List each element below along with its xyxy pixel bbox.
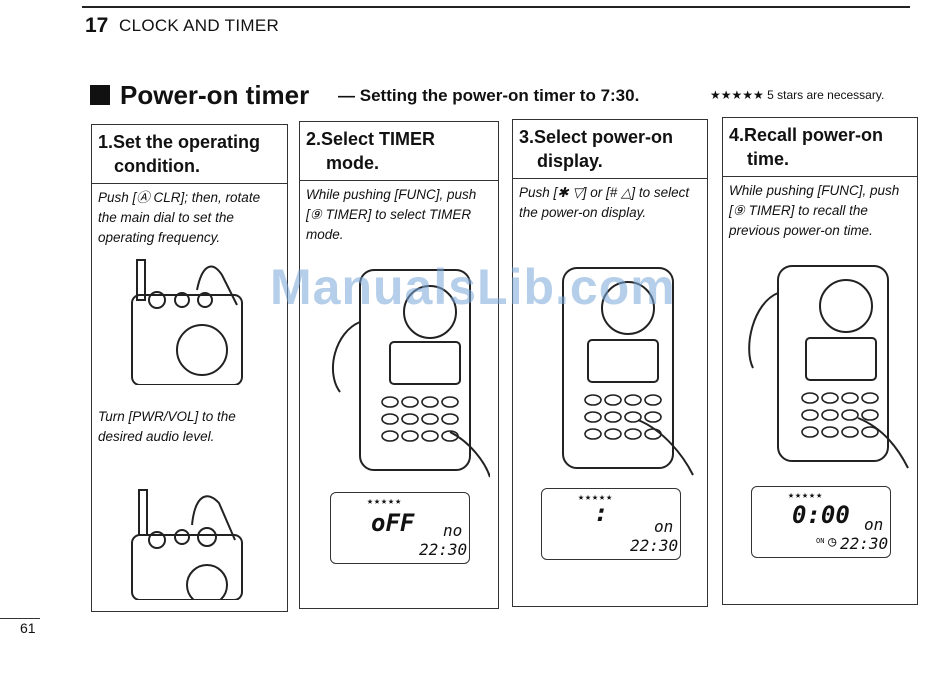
step-2-header: 2.Select TIMER mode. (300, 122, 498, 181)
section-dash: — (338, 86, 355, 105)
radio-top-illustration-1 (131, 259, 243, 385)
step-1-title-line2: condition. (114, 156, 200, 176)
clock-icon: ◷ (828, 534, 837, 550)
step-1-instruction-2: Turn [PWR/VOL] to the desired audio leve… (98, 409, 236, 444)
step-4-title-line2: time. (747, 149, 790, 169)
lcd-time-readout: 22:30 (840, 534, 889, 553)
step-panel-1: 1.Set the operating condition. Push [Ⓐ C… (91, 124, 288, 612)
lcd-stars: ★★★★★ (578, 492, 614, 503)
lcd-time-readout: 22:30 (419, 540, 468, 559)
lcd-stars: ★★★★★ (367, 496, 403, 507)
section-title: Power-on timer (120, 80, 310, 110)
step-1-title-line1: 1.Set the operating (98, 132, 261, 152)
step-3-title-line2: display. (537, 151, 603, 171)
step-1-instruction: Push [Ⓐ CLR]; then, rotate the main dial… (98, 190, 261, 245)
chapter-title: CLOCK AND TIMER (119, 16, 280, 35)
step-panel-2: 2.Select TIMER mode. While pushing [FUNC… (299, 121, 499, 609)
step-3-title-line1: 3.Select power-on (519, 127, 674, 147)
section-subtitle-text: Setting the power-on timer to 7:30. (359, 86, 640, 105)
step-panel-4: 4.Recall power-on time. While pushing [F… (722, 117, 918, 605)
radio-front-illustration-3 (562, 267, 694, 476)
lcd-main-readout: oFF (371, 509, 415, 537)
chapter-number: 17 (85, 14, 109, 37)
lcd-right-readout: no (443, 521, 463, 540)
lcd-stars: ★★★★★ (788, 490, 824, 501)
step-panel-3: 3.Select power-on display. Push [✱ ▽] or… (512, 119, 708, 607)
radio-front-illustration-4 (748, 265, 909, 469)
lcd-right-readout: on (864, 515, 884, 534)
lcd-display-2: ★★★★★ oFF no 22:30 (330, 492, 470, 564)
lcd-display-3: ★★★★★ : on 22:30 (541, 488, 681, 560)
step-2-title-line1: 2.Select TIMER (306, 129, 436, 149)
section-subtitle: — Setting the power-on timer to 7:30. (338, 86, 639, 106)
step-4-title-line1: 4.Recall power-on (729, 125, 884, 145)
step-2-title-line2: mode. (326, 153, 380, 173)
step-1-header: 1.Set the operating condition. (92, 125, 287, 184)
step-2-instruction: While pushing [FUNC], push [⑨ TIMER] to … (306, 187, 477, 242)
header-rule (82, 6, 910, 8)
radio-front-illustration-2 (331, 269, 490, 478)
lcd-time-readout: 22:30 (630, 536, 679, 555)
lcd-main-readout: 0:00 (792, 501, 850, 529)
lcd-right-readout: on (654, 517, 674, 536)
lcd-on-indicator: ON (816, 537, 825, 545)
step-4-instruction: While pushing [FUNC], push [⑨ TIMER] to … (729, 183, 900, 238)
lcd-display-4: ★★★★★ 0:00 on ON ◷ 22:30 (751, 486, 891, 558)
lcd-main-readout: : (594, 499, 609, 527)
step-3-instruction: Push [✱ ▽] or [# △] to select the power-… (519, 185, 690, 220)
watermark: ManualsLib.com (270, 259, 676, 315)
step-3-header: 3.Select power-on display. (513, 120, 707, 179)
stars-note: ★★★★★ 5 stars are necessary. (710, 88, 885, 102)
radio-top-illustration-2 (131, 489, 243, 600)
page-number: 61 (20, 620, 36, 636)
page-number-rule (0, 618, 40, 619)
section-bullet-square (90, 85, 110, 105)
step-4-header: 4.Recall power-on time. (723, 118, 917, 177)
